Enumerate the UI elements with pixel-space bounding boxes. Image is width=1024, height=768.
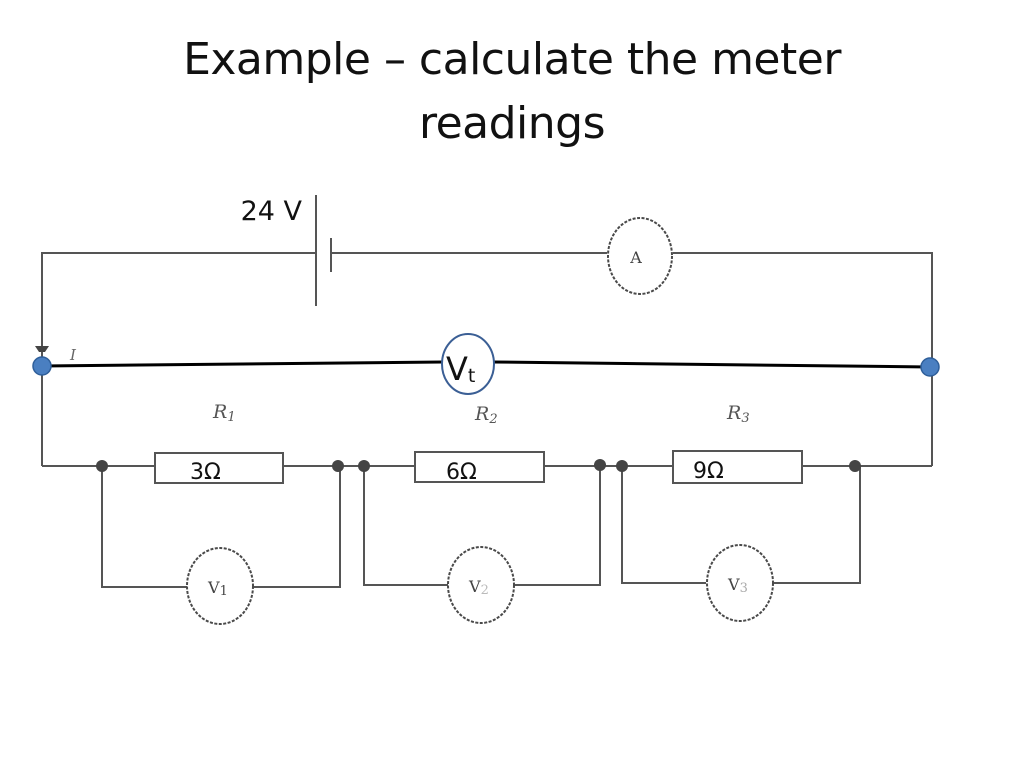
resistor-r1-name: R [212,401,227,423]
resistor-r3-label: R3 [726,402,750,426]
voltmeter-v3-main: V [727,575,740,594]
voltmeter-v1-branch: V1 [101,466,341,625]
ammeter-label: A [629,248,642,267]
v3-wire-right [774,466,861,584]
battery: 24 V [241,195,332,306]
resistor-r2-value: 6Ω [446,460,477,485]
voltmeter-v2-sub: 2 [481,583,489,598]
junction-node [594,459,606,471]
current-arrow-icon [35,346,49,352]
voltmeter-v2-label: V2 [468,577,489,598]
voltmeter-v1-label: V1 [207,578,228,599]
wire-top-right [673,252,933,466]
vt-wire-left [41,360,444,368]
vt-node-left [32,356,52,376]
resistor-r2-label: R2 [474,403,498,427]
resistor-r3-value: 9Ω [693,459,724,484]
vt-node-right [920,357,940,377]
resistor-r1: 3Ω R1 [154,401,284,485]
resistor-r1-label: R1 [212,401,236,425]
resistor-r2-name: R [474,403,489,425]
v1-wire-left [101,466,187,588]
voltmeter-v3-circle [706,544,774,622]
voltmeter-v3-label: V3 [727,575,748,596]
voltmeter-v1-sub: 1 [220,584,228,599]
battery-label: 24 V [241,196,303,227]
slide-title: Example – calculate the meter readings [0,28,1024,156]
total-voltmeter-branch: Vt I [32,333,940,395]
vt-label-sub: t [468,365,475,387]
junction-node [96,460,108,472]
resistor-r3: 9Ω R3 [672,402,803,484]
junction-node [616,460,628,472]
current-label: I [69,346,77,364]
voltmeter-v1-main: V [207,578,220,597]
resistor-r1-sub: 1 [227,410,235,425]
junction-node [332,460,344,472]
resistor-r3-sub: 3 [741,411,749,426]
resistor-r2-body [414,451,545,483]
resistor-r1-body [154,452,284,484]
v2-wire-left [363,466,448,586]
vt-label: Vt [446,350,475,388]
resistor-r2: 6Ω R2 [414,403,545,485]
main-wires [41,252,933,467]
vt-meter-circle [441,333,495,395]
resistor-r3-name: R [726,402,741,424]
voltmeter-v3-sub: 3 [740,581,748,596]
v1-wire-right [253,466,341,588]
resistor-r2-sub: 2 [488,412,497,427]
vt-wire-right [492,360,931,369]
resistor-r1-value: 3Ω [190,460,221,485]
vt-label-main: V [446,350,468,388]
voltmeter-v1-circle [186,547,254,625]
v3-wire-left [621,466,706,584]
v2-wire-right [514,466,601,586]
junction-node [358,460,370,472]
voltmeter-v2-circle [447,546,515,624]
voltmeter-v2-branch: V2 [363,466,601,624]
ammeter: A [607,217,673,295]
ammeter-circle [607,217,673,295]
slide-title-line-2: readings [418,98,606,149]
voltmeter-v3-branch: V3 [621,466,861,622]
junction-nodes [96,459,861,472]
wire-top-left [41,252,316,466]
slide-title-line-1: Example – calculate the meter [183,34,841,85]
junction-node [849,460,861,472]
resistor-r3-body [672,450,803,484]
voltmeter-v2-main: V [468,577,481,596]
